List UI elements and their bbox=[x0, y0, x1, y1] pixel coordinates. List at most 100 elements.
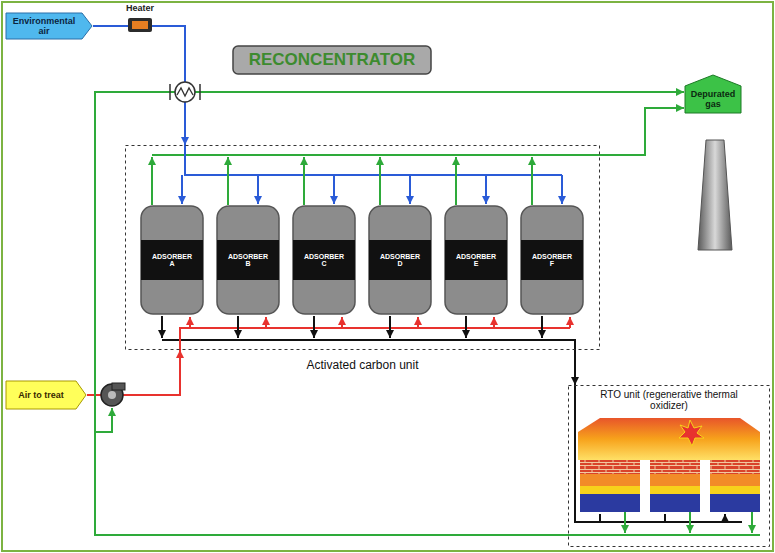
node-text: ADSORBER E bbox=[456, 253, 496, 267]
heater-symbol bbox=[128, 18, 152, 32]
component-label: Heater bbox=[126, 3, 154, 13]
desorbed-drop bbox=[541, 316, 543, 338]
node-text: Depurated gas bbox=[687, 89, 739, 109]
unit-boundary: Activated carbon unitADSORBER AADSORBER … bbox=[125, 145, 600, 350]
heat-exchanger-symbol bbox=[175, 82, 195, 102]
flow-line bbox=[93, 26, 185, 145]
dashed-boundary bbox=[126, 146, 600, 350]
clean-gas-riser bbox=[531, 157, 533, 205]
outlet-tag-shape bbox=[685, 75, 741, 113]
clean-gas-riser bbox=[303, 157, 305, 205]
ceramic-bed bbox=[710, 486, 760, 494]
adsorber-vessel: ADSORBER C bbox=[292, 205, 356, 315]
clean-gas-header bbox=[152, 154, 600, 156]
node-text: RECONCENTRATOR bbox=[249, 50, 416, 70]
node-text: ADSORBER A bbox=[152, 253, 192, 267]
combustion-chamber bbox=[578, 418, 760, 460]
vessel-band bbox=[141, 240, 203, 280]
vessel-body bbox=[445, 206, 507, 314]
outlet-tag: Depurated gas bbox=[684, 74, 742, 114]
fan-hub bbox=[108, 391, 116, 399]
vessel-band bbox=[521, 240, 583, 280]
arrow-tag-shape bbox=[6, 381, 86, 409]
heat-exchanger-coil bbox=[177, 88, 193, 96]
hot-air-drop bbox=[181, 175, 183, 204]
fan-outlet bbox=[112, 383, 125, 390]
adsorber-vessel: ADSORBER E bbox=[444, 205, 508, 315]
adsorber-vessel: ADSORBER A bbox=[140, 205, 204, 315]
feed-riser bbox=[265, 317, 267, 328]
desorbed-drop bbox=[161, 316, 163, 338]
stack-chimney bbox=[698, 140, 732, 250]
hot-air-header bbox=[185, 145, 562, 175]
arrow-tag-shape bbox=[6, 13, 92, 39]
adsorber-vessel: ADSORBER F bbox=[520, 205, 584, 315]
title-frame bbox=[233, 46, 431, 74]
rto-outlet-arrow bbox=[689, 512, 691, 533]
ceramic-bed bbox=[710, 494, 760, 512]
rto-inlet-arrow bbox=[600, 514, 725, 522]
desorbed-drop bbox=[237, 316, 239, 338]
vessel-body bbox=[141, 206, 203, 314]
rto-outlet-arrow bbox=[751, 512, 753, 533]
flow-line bbox=[600, 108, 684, 155]
hot-air-drop bbox=[561, 175, 563, 204]
adsorber-vessel: ADSORBER D bbox=[368, 205, 432, 315]
feed-riser bbox=[569, 317, 571, 328]
node-text: Air to treat bbox=[18, 390, 74, 400]
hot-air-drop bbox=[409, 175, 411, 204]
rto-outlet-pipe bbox=[568, 534, 760, 536]
desorbed-header bbox=[162, 340, 575, 350]
vessel-body bbox=[521, 206, 583, 314]
vessel-band bbox=[369, 240, 431, 280]
adsorber-vessel: ADSORBER B bbox=[216, 205, 280, 315]
node-text: ADSORBER F bbox=[532, 253, 572, 267]
desorbed-drop bbox=[389, 316, 391, 338]
dashed-boundary bbox=[569, 386, 770, 547]
clean-gas-riser bbox=[455, 157, 457, 205]
vessel-band bbox=[217, 240, 279, 280]
ceramic-bed bbox=[580, 494, 640, 512]
ceramic-bed bbox=[650, 474, 700, 486]
heater-element bbox=[132, 21, 148, 29]
desorbed-drop bbox=[465, 316, 467, 338]
flow-line bbox=[87, 350, 180, 395]
ceramic-bed bbox=[650, 494, 700, 512]
clean-gas-riser bbox=[227, 157, 229, 205]
vessel-band bbox=[293, 240, 355, 280]
node-text: ADSORBER B bbox=[228, 253, 268, 267]
node-text: ADSORBER C bbox=[304, 253, 344, 267]
ceramic-bed bbox=[710, 460, 760, 474]
node-text: Environmental air bbox=[9, 16, 89, 36]
recirculation-branch bbox=[95, 408, 112, 432]
unit-boundary: RTO unit (regenerative thermal oxidizer) bbox=[568, 385, 770, 547]
flow-line bbox=[574, 350, 576, 385]
title-box: RECONCENTRATOR bbox=[232, 45, 432, 75]
ceramic-bed bbox=[710, 474, 760, 486]
feed-riser bbox=[341, 317, 343, 328]
feed-riser bbox=[189, 317, 191, 328]
node-text: RTO unit (regenerative thermal oxidizer) bbox=[591, 389, 747, 411]
heat-exchanger-flange bbox=[170, 84, 200, 100]
clean-gas-riser bbox=[151, 157, 153, 205]
ceramic-bed bbox=[580, 474, 640, 486]
node-text: Activated carbon unit bbox=[306, 358, 418, 372]
node-text: ADSORBER D bbox=[380, 253, 420, 267]
rto-outlet-arrow bbox=[624, 512, 626, 533]
ceramic-bed bbox=[580, 486, 640, 494]
input-stream-tag: Environmental air bbox=[5, 12, 93, 40]
feed-riser bbox=[493, 317, 495, 328]
feed-riser bbox=[417, 317, 419, 328]
vessel-body bbox=[369, 206, 431, 314]
input-stream-tag: Air to treat bbox=[5, 380, 87, 410]
ceramic-bed bbox=[650, 460, 700, 474]
hot-air-drop bbox=[333, 175, 335, 204]
ceramic-bed bbox=[650, 486, 700, 494]
hot-air-drop bbox=[257, 175, 259, 204]
flame-burst bbox=[679, 420, 704, 446]
vessel-band bbox=[445, 240, 507, 280]
hot-air-drop bbox=[485, 175, 487, 204]
